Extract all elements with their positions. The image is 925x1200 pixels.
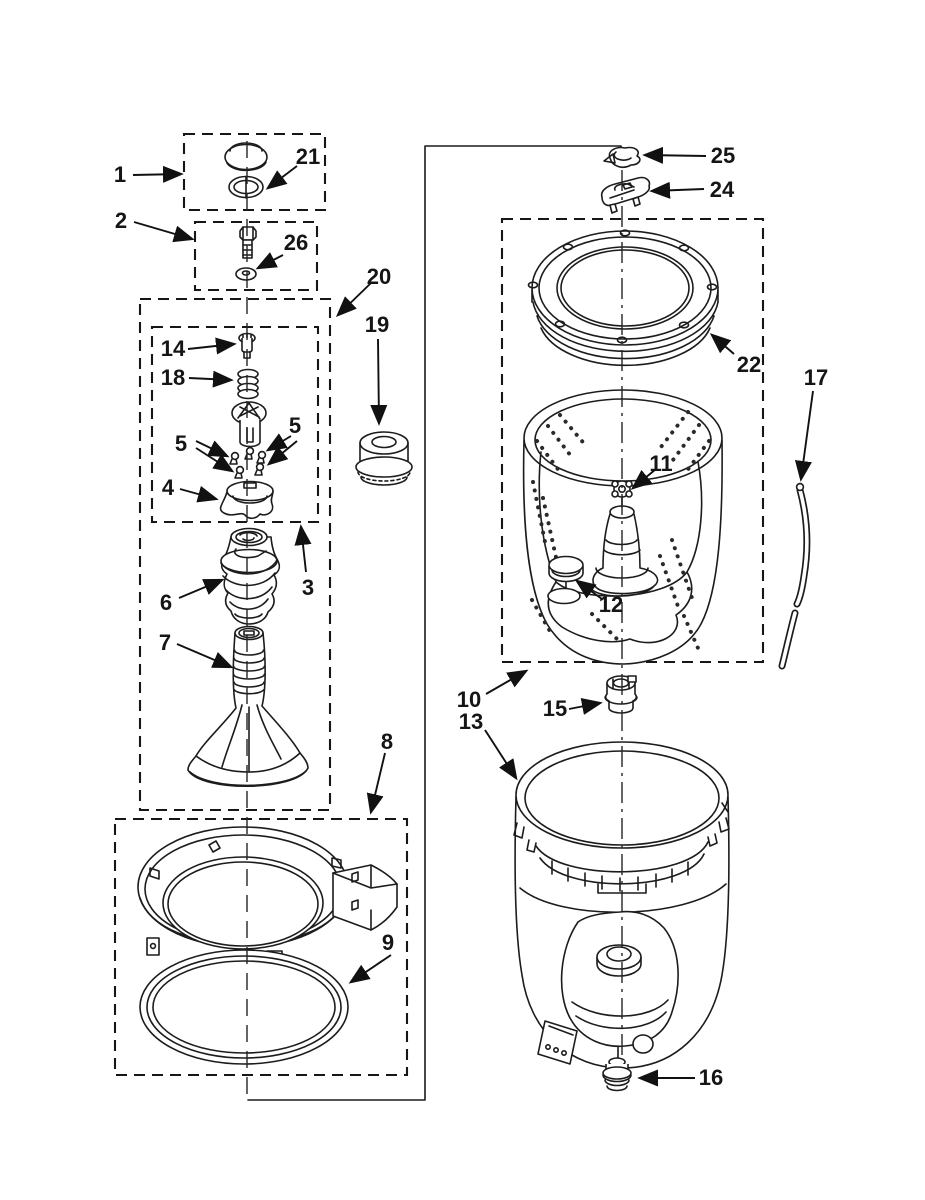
callout-1: 1	[114, 162, 184, 187]
callout-label: 2	[115, 208, 127, 233]
basket-hub	[592, 497, 659, 595]
basket-perforations	[530, 410, 711, 657]
agitator-cap-part	[224, 142, 268, 172]
callout-label: 5	[289, 413, 301, 438]
callout-2: 2	[115, 208, 195, 243]
callout-20: 20	[335, 264, 391, 317]
callouts: 1 21 2 26 20 19 14 18	[114, 143, 828, 1090]
washer-part	[235, 267, 257, 281]
callout-label: 14	[161, 336, 186, 361]
callout-label: 9	[382, 930, 394, 955]
callout-label: 25	[711, 143, 735, 168]
callout-label: 8	[381, 729, 393, 754]
callout-label: 1	[114, 162, 126, 187]
spring-part	[237, 368, 259, 400]
callout-14: 14	[161, 336, 237, 361]
callout-11: 11	[630, 451, 673, 490]
callout-label: 3	[302, 575, 314, 600]
callout-label: 21	[296, 144, 320, 169]
callout-10: 10	[457, 669, 529, 712]
tub-plug-part	[547, 555, 584, 605]
tub-sump	[560, 910, 679, 1054]
callout-label: 17	[804, 365, 828, 390]
tub-gasket-part	[139, 949, 349, 1065]
cam-cap-part	[219, 480, 274, 520]
tub-ring-part	[137, 826, 398, 971]
callout-22: 22	[709, 333, 761, 377]
callout-5-right: 5	[265, 413, 301, 466]
callout-label: 7	[159, 630, 171, 655]
cam-driver-part	[231, 401, 267, 448]
drive-coupling-part	[604, 675, 638, 714]
callout-6: 6	[160, 578, 225, 615]
callout-label: 16	[699, 1065, 723, 1090]
callout-21: 21	[265, 144, 320, 190]
auger-part	[220, 527, 281, 625]
mounting-plate-part	[600, 176, 651, 214]
callout-19: 19	[365, 312, 389, 426]
callout-label: 22	[737, 352, 761, 377]
callout-label: 20	[367, 264, 391, 289]
callout-label: 10	[457, 687, 481, 712]
callout-label: 15	[543, 696, 567, 721]
callout-label: 13	[459, 709, 483, 734]
cap-seal-ring-part	[228, 175, 264, 199]
callout-26: 26	[255, 230, 308, 270]
callout-9: 9	[348, 930, 394, 984]
callout-5-left: 5	[175, 431, 235, 473]
fill-tube-part	[778, 482, 811, 670]
callout-label: 19	[365, 312, 389, 337]
callout-8: 8	[366, 729, 393, 815]
callout-3: 3	[294, 524, 314, 600]
callout-7: 7	[159, 630, 234, 669]
center-post-seal-part	[355, 431, 413, 486]
callout-label: 26	[284, 230, 308, 255]
tub-vane-band	[535, 841, 709, 894]
dashed-box-1	[182, 132, 327, 212]
callout-13: 13	[459, 709, 518, 781]
callout-15: 15	[543, 696, 603, 721]
retainer-clip-part	[603, 146, 641, 168]
basket-mounting-ring-part	[527, 229, 719, 367]
agitator-base-part	[187, 625, 309, 788]
callout-label: 6	[160, 590, 172, 615]
agitator-bolt-part	[239, 226, 257, 259]
dashed-box-8	[113, 817, 409, 1077]
dashed-box-20	[138, 297, 332, 812]
drain-grommet-part	[602, 1057, 632, 1092]
dashed-box-2	[193, 220, 319, 292]
callout-16: 16	[637, 1065, 723, 1090]
callout-label: 5	[175, 431, 187, 456]
callout-label: 18	[161, 365, 185, 390]
callout-label: 24	[710, 177, 735, 202]
callout-18: 18	[161, 365, 234, 390]
callout-label: 4	[162, 475, 175, 500]
callout-25: 25	[642, 143, 735, 168]
tub-bracket	[537, 1020, 578, 1065]
callout-12: 12	[574, 579, 623, 617]
dashed-box-3	[150, 325, 320, 524]
callout-17: 17	[794, 365, 828, 482]
callout-4: 4	[162, 475, 219, 503]
callout-24: 24	[649, 177, 735, 202]
wash-basket-part	[522, 389, 723, 665]
callout-label: 12	[599, 592, 623, 617]
